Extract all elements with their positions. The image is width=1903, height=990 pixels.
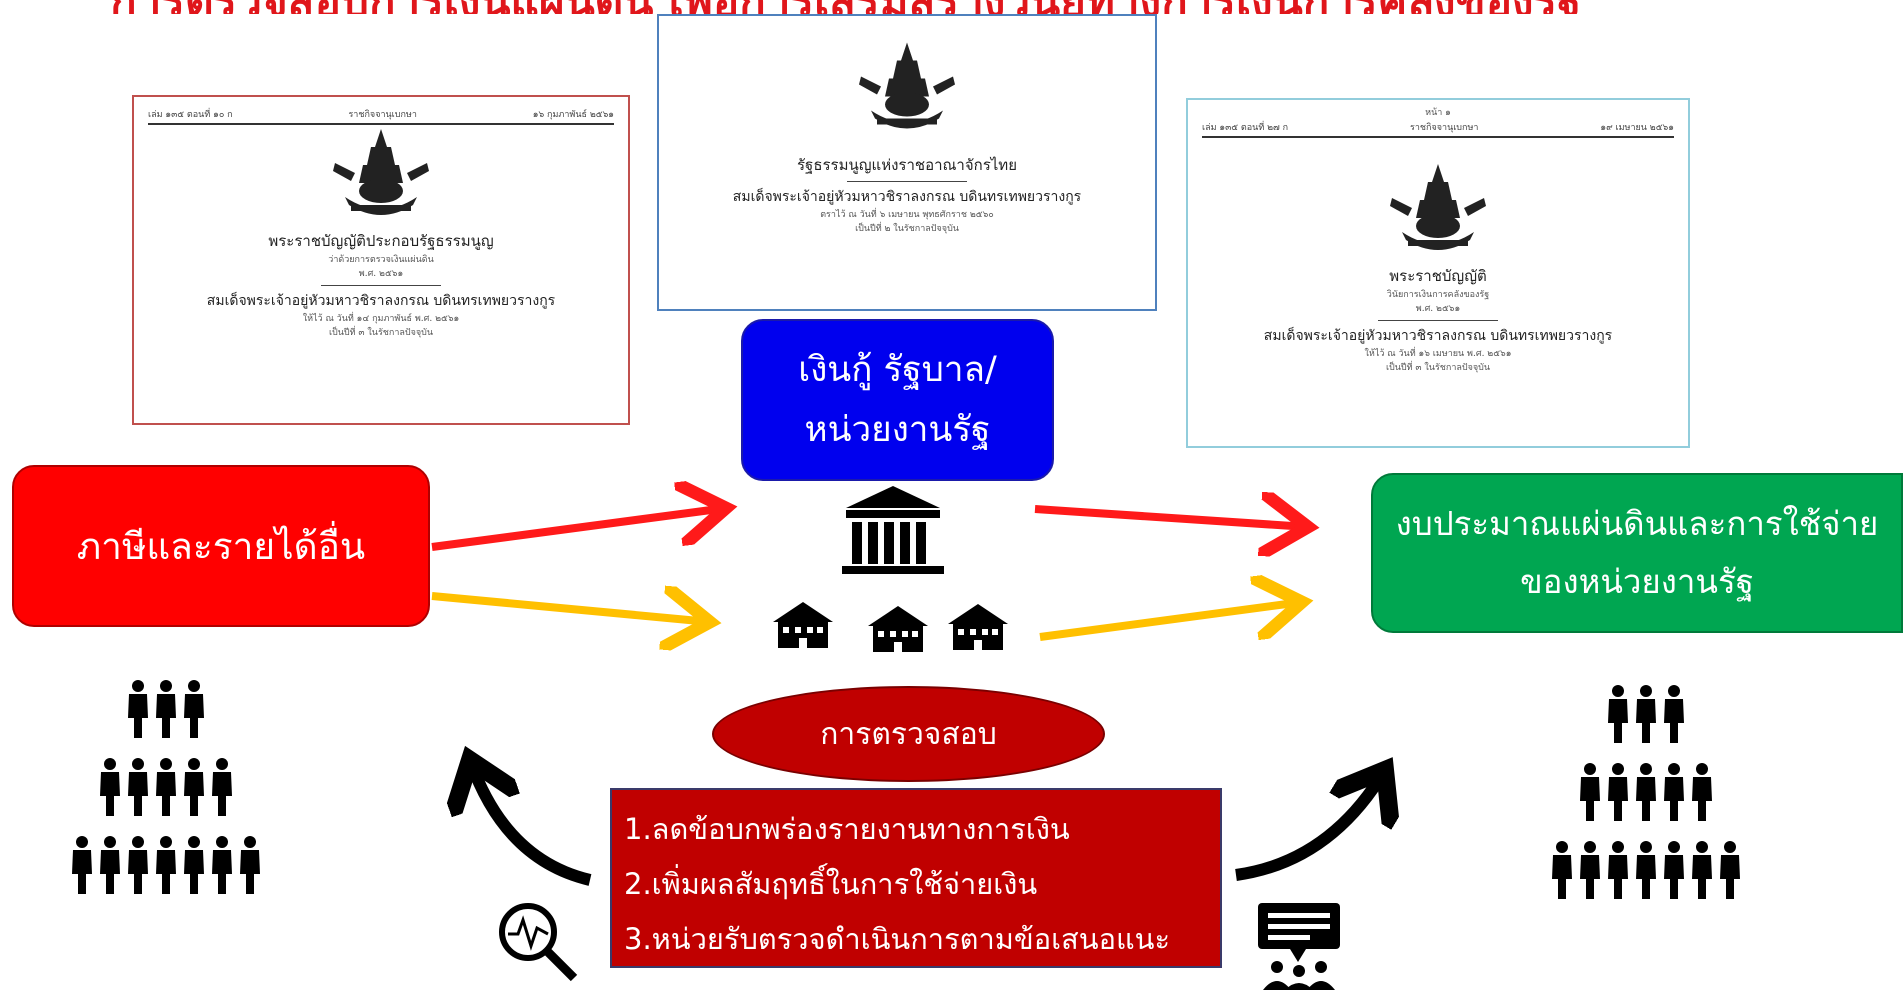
- person-icon: [100, 758, 120, 816]
- loans-node: เงินกู้ รัฐบาล/ หน่วยงานรัฐ: [741, 319, 1054, 481]
- person-icon: [1720, 841, 1740, 899]
- person-icon: [1580, 841, 1600, 899]
- person-icon: [100, 836, 120, 894]
- audit-results-box: 1.ลดข้อบกพร่องรายงานทางการเงิน 2.เพิ่มผล…: [610, 788, 1222, 968]
- result-item: 2.เพิ่มผลสัมฤทธิ์ในการใช้จ่ายเงิน: [624, 867, 1038, 901]
- person-icon: [1608, 763, 1628, 821]
- person-icon: [156, 680, 176, 738]
- person-icon: [1636, 763, 1656, 821]
- document-constitution: รัฐธรรมนูญแห่งราชอาณาจักรไทย สมเด็จพระเจ…: [657, 14, 1157, 311]
- person-icon: [1636, 685, 1656, 743]
- result-item: 1.ลดข้อบกพร่องรายงานทางการเงิน: [624, 812, 1070, 846]
- person-icon: [212, 836, 232, 894]
- taxes-node: ภาษีและรายได้อื่น: [12, 465, 430, 627]
- school-icon: [868, 606, 928, 652]
- doc-header: เล่ม ๑๓๕ ตอนที่ ๑๐ ก ราชกิจจานุเบกษา ๑๖ …: [148, 107, 614, 125]
- person-icon: [1636, 841, 1656, 899]
- audit-label: การตรวจสอบ: [712, 686, 1105, 782]
- arrow-tax-to-loans: [431, 508, 726, 551]
- result-item: 3.หน่วยรับตรวจดำเนินการตามข้อเสนอแนะ: [624, 922, 1171, 956]
- royal-emblem-icon: [1390, 164, 1486, 250]
- person-icon: [128, 680, 148, 738]
- royal-emblem-icon: [333, 129, 429, 215]
- budget-label-line2: ของหน่วยงานรัฐ: [1520, 562, 1754, 601]
- school-icon: [948, 604, 1008, 650]
- loans-label-line2: หน่วยงานรัฐ: [804, 410, 991, 450]
- audit-magnifier-icon: [499, 903, 578, 982]
- presentation-audience-icon: [1258, 903, 1340, 990]
- curved-arrow-icon: [1235, 770, 1385, 881]
- arrow-agencies-to-budget: [1039, 602, 1302, 641]
- taxes-label: ภาษีและรายได้อื่น: [76, 524, 366, 568]
- person-icon: [72, 836, 92, 894]
- person-icon: [1608, 841, 1628, 899]
- budget-label-line1: งบประมาณแผ่นดินและการใช้จ่าย: [1395, 504, 1879, 543]
- person-icon: [156, 758, 176, 816]
- person-icon: [1580, 763, 1600, 821]
- person-icon: [1608, 685, 1628, 743]
- royal-emblem-icon: [859, 42, 955, 129]
- person-icon: [212, 758, 232, 816]
- person-icon: [1664, 763, 1684, 821]
- person-icon: [128, 758, 148, 816]
- person-icon: [1664, 685, 1684, 743]
- school-icon: [773, 602, 833, 648]
- person-icon: [128, 836, 148, 894]
- curved-arrow-icon: [470, 760, 592, 886]
- document-audit-act: เล่ม ๑๓๕ ตอนที่ ๑๐ ก ราชกิจจานุเบกษา ๑๖ …: [132, 95, 630, 425]
- person-icon: [1664, 841, 1684, 899]
- person-icon: [1692, 841, 1712, 899]
- document-fiscal-discipline-act: หน้า ๑ เล่ม ๑๓๕ ตอนที่ ๒๗ ก ราชกิจจานุเบ…: [1186, 98, 1690, 448]
- government-building-icon: [842, 486, 944, 574]
- arrow-tax-to-agencies: [431, 596, 710, 622]
- people-pyramid-icon: [72, 680, 260, 894]
- page-title: การตรวจสอบการเงินแผ่นดิน เพื่อการเสริมสร…: [110, 0, 1630, 14]
- doc-header: เล่ม ๑๓๕ ตอนที่ ๒๗ ก ราชกิจจานุเบกษา ๑๙ …: [1202, 120, 1674, 138]
- arrow-loans-to-budget: [1034, 509, 1308, 527]
- person-icon: [184, 758, 204, 816]
- person-icon: [1692, 763, 1712, 821]
- loans-label-line1: เงินกู้ รัฐบาล/: [798, 350, 997, 390]
- budget-node: งบประมาณแผ่นดินและการใช้จ่าย ของหน่วยงาน…: [1371, 473, 1903, 633]
- person-icon: [184, 680, 204, 738]
- person-icon: [156, 836, 176, 894]
- person-icon: [240, 836, 260, 894]
- people-pyramid-icon: [1552, 685, 1740, 899]
- person-icon: [184, 836, 204, 894]
- person-icon: [1552, 841, 1572, 899]
